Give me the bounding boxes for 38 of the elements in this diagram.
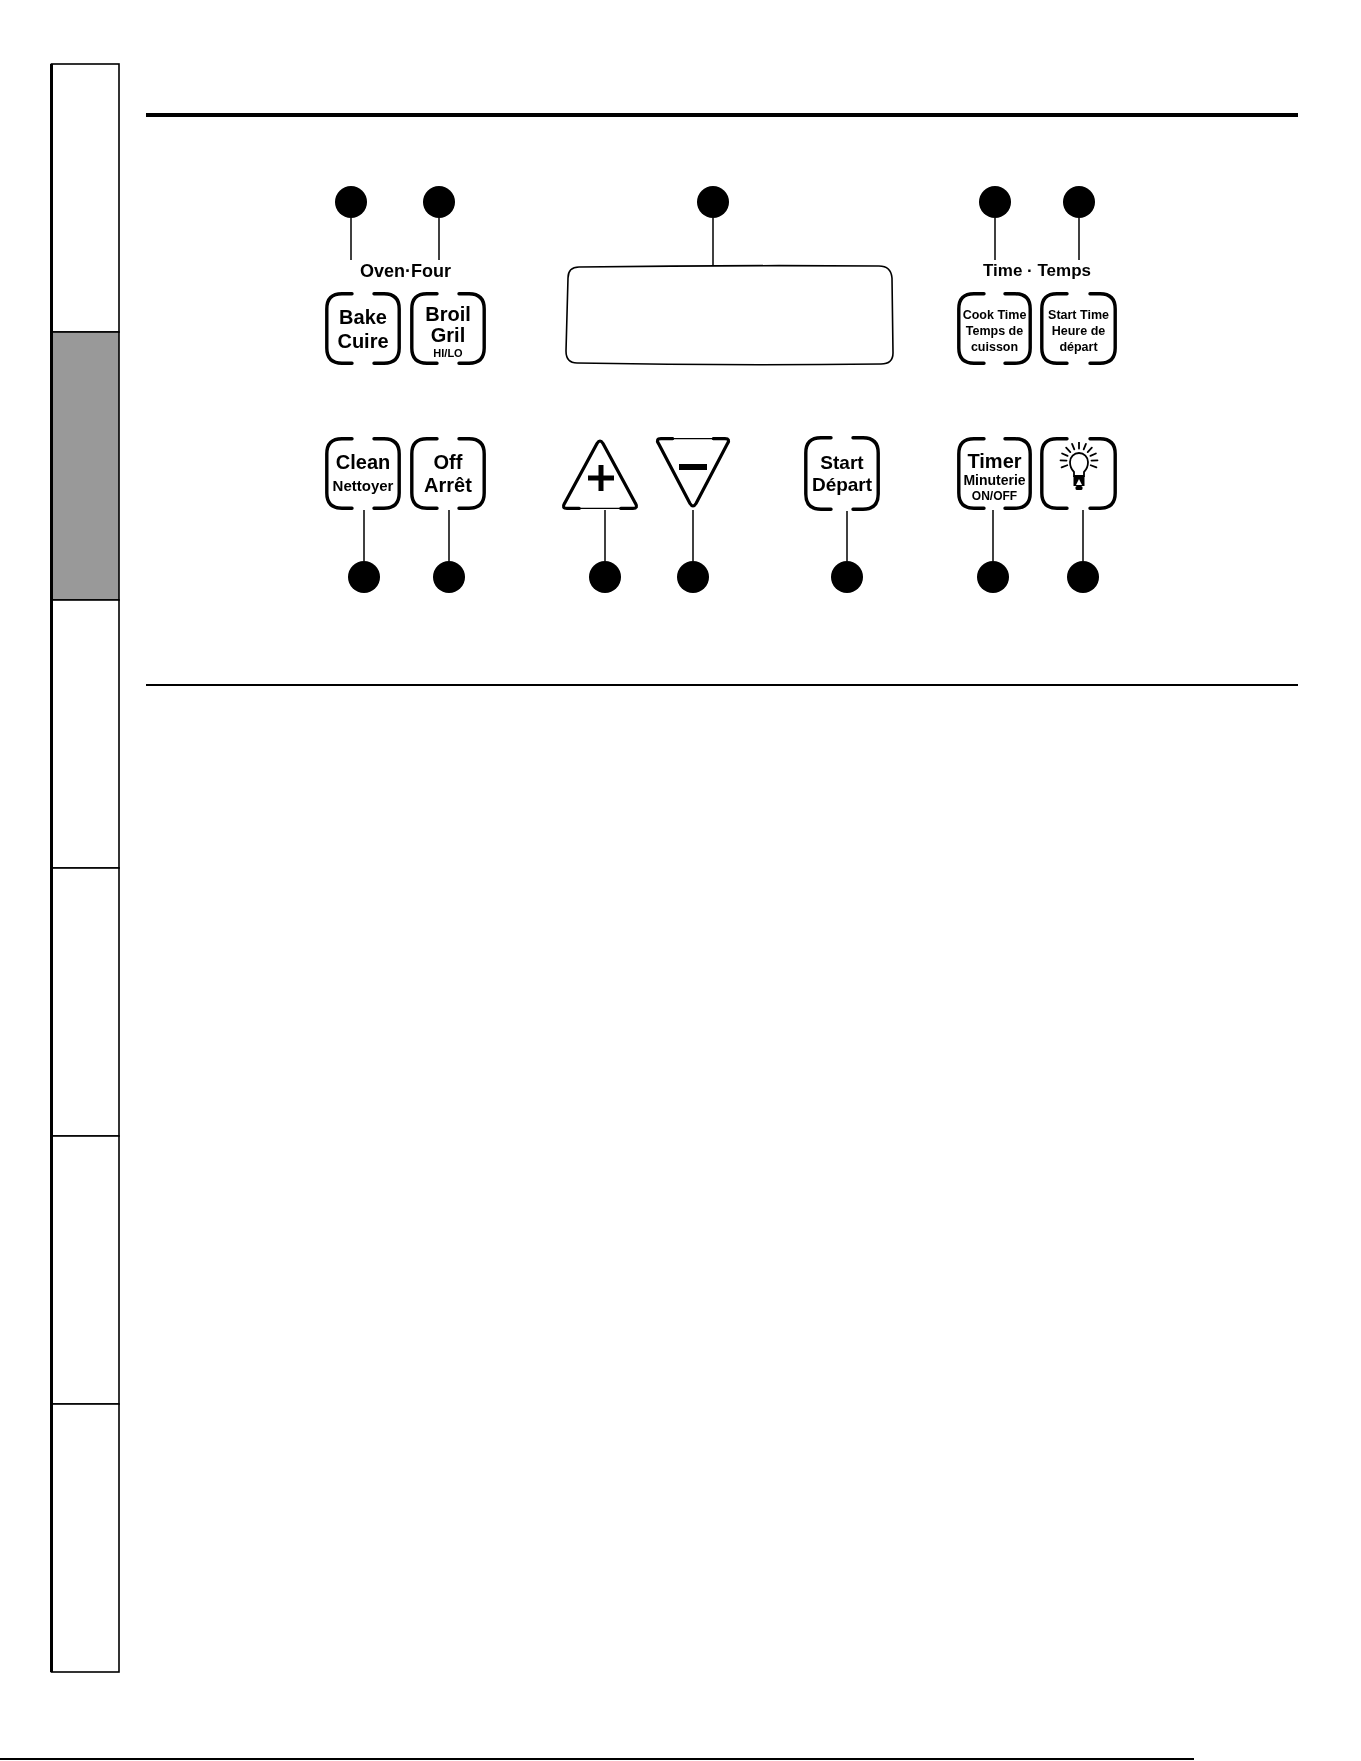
keypad-button: Clean Nettoyer [325,437,401,510]
keypad-button: Start Time Heure de départ [1040,292,1117,365]
callout-dot [831,561,863,593]
leader-line [438,217,440,261]
group-heading: Time · Temps [983,260,1091,282]
callout-dot [977,561,1009,593]
group-heading: Oven·Four [360,260,451,282]
triangle-button [560,437,640,510]
leader-line [994,217,996,261]
leader-line [992,509,994,562]
leader-line [448,509,450,562]
callout-dot [1067,561,1099,593]
leader-line [604,509,606,562]
keypad-button [1040,437,1117,510]
leader-line [1078,217,1080,261]
leader-line [350,217,352,261]
leader-line [1082,509,1084,562]
callout-dot [423,186,455,218]
callout-dot [335,186,367,218]
leader-line [846,510,848,562]
leader-line [692,509,694,562]
display-window [565,265,893,365]
callout-dot [589,561,621,593]
keypad-button: Cook Time Temps de cuisson [957,292,1032,365]
callout-dot [433,561,465,593]
leader-line [712,217,714,266]
callout-dot [1063,186,1095,218]
keypad-button: Start Départ [804,436,880,511]
triangle-button [654,437,732,510]
leader-line [363,509,365,562]
callout-dot [979,186,1011,218]
callout-dot [697,186,729,218]
callout-dot [348,561,380,593]
keypad-button: Bake Cuire [325,292,401,365]
keypad-button: Off Arrêt [410,437,486,510]
keypad-button: Broil Gril HI/LO [410,292,486,365]
callout-dot [677,561,709,593]
keypad-button: Timer Minuterie ON/OFF [957,437,1032,510]
